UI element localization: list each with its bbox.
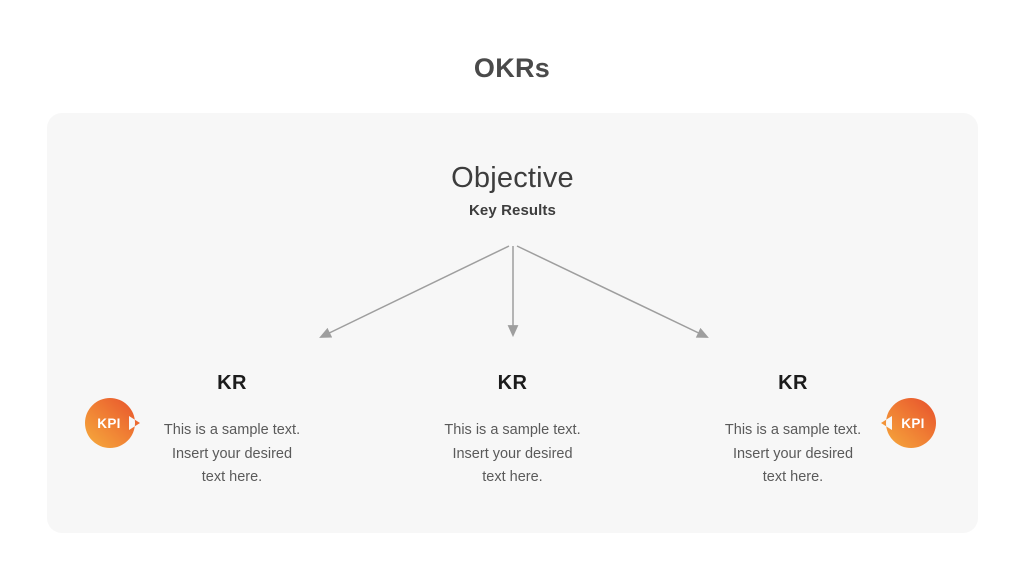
kr-body-line: This is a sample text.: [163, 422, 301, 438]
key-result-column-1: KR This is a sample text. Insert your de…: [107, 371, 357, 521]
kr-body-line: This is a sample text.: [724, 422, 862, 438]
kpi-badge-right[interactable]: KPI: [880, 392, 942, 454]
okr-card: Objective Key Results KR This is a sampl…: [47, 113, 978, 533]
kr-body-line: text here.: [762, 469, 824, 485]
kr-body: This is a sample text. Insert your desir…: [388, 419, 638, 490]
arrow-right: [516, 245, 709, 338]
objective-subtitle: Key Results: [469, 202, 556, 219]
kr-body-line: Insert your desired: [732, 445, 854, 462]
kr-body-line: Insert your desired: [171, 445, 293, 462]
kpi-badge-left[interactable]: KPI: [79, 392, 141, 454]
page-title: OKRs: [473, 53, 551, 83]
kr-heading: KR: [778, 372, 808, 394]
kpi-bubble-icon: [85, 398, 140, 448]
key-result-column-3: KR This is a sample text. Insert your de…: [668, 371, 918, 521]
objective-block: Objective Key Results: [47, 161, 978, 221]
objective-title: Objective: [451, 162, 574, 194]
key-results-row: KR This is a sample text. Insert your de…: [47, 371, 978, 521]
key-result-column-2: KR This is a sample text. Insert your de…: [388, 371, 638, 521]
kr-body-line: This is a sample text.: [444, 422, 581, 438]
kr-heading: KR: [217, 372, 247, 394]
kpi-bubble-icon: [881, 398, 936, 448]
kr-body-line: Insert your desired: [452, 445, 573, 462]
kr-body: This is a sample text. Insert your desir…: [668, 419, 918, 490]
kr-body-line: text here.: [482, 469, 543, 485]
kr-heading: KR: [497, 372, 528, 394]
kr-body: This is a sample text. Insert your desir…: [107, 419, 357, 490]
arrow-left: [319, 245, 510, 338]
kr-body-line: text here.: [201, 469, 263, 485]
